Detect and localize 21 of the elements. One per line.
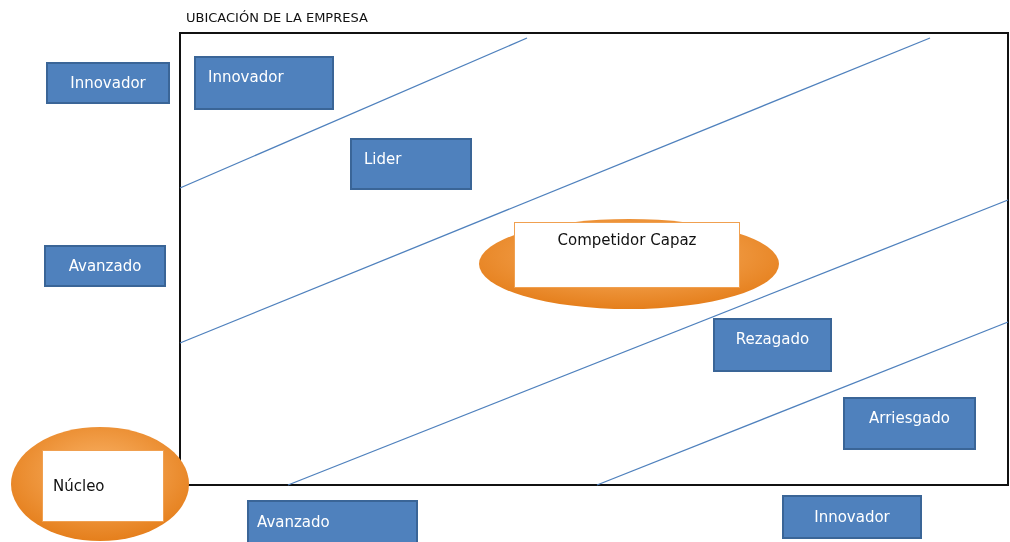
category-label: Lider <box>364 150 402 168</box>
category-label: Avanzado <box>68 257 142 275</box>
category-label: Rezagado <box>735 330 810 348</box>
diagram-title: UBICACIÓN DE LA EMPRESA <box>186 10 368 25</box>
category-box <box>350 138 472 190</box>
category-box <box>713 318 832 372</box>
category-label: Innovador <box>814 508 890 526</box>
category-box <box>194 56 334 110</box>
company-label: Competidor Capaz <box>557 231 697 249</box>
category-box <box>247 500 418 542</box>
category-label: Arriesgado <box>869 409 950 427</box>
highlight-oval <box>478 218 780 310</box>
company-label: Núcleo <box>53 477 105 495</box>
category-box <box>44 245 166 287</box>
highlight-oval <box>10 426 190 542</box>
category-box <box>46 62 170 104</box>
category-label: Avanzado <box>257 513 330 531</box>
category-label: Innovador <box>70 74 146 92</box>
category-label: Innovador <box>208 68 284 86</box>
category-box <box>843 397 976 450</box>
category-box <box>782 495 922 539</box>
